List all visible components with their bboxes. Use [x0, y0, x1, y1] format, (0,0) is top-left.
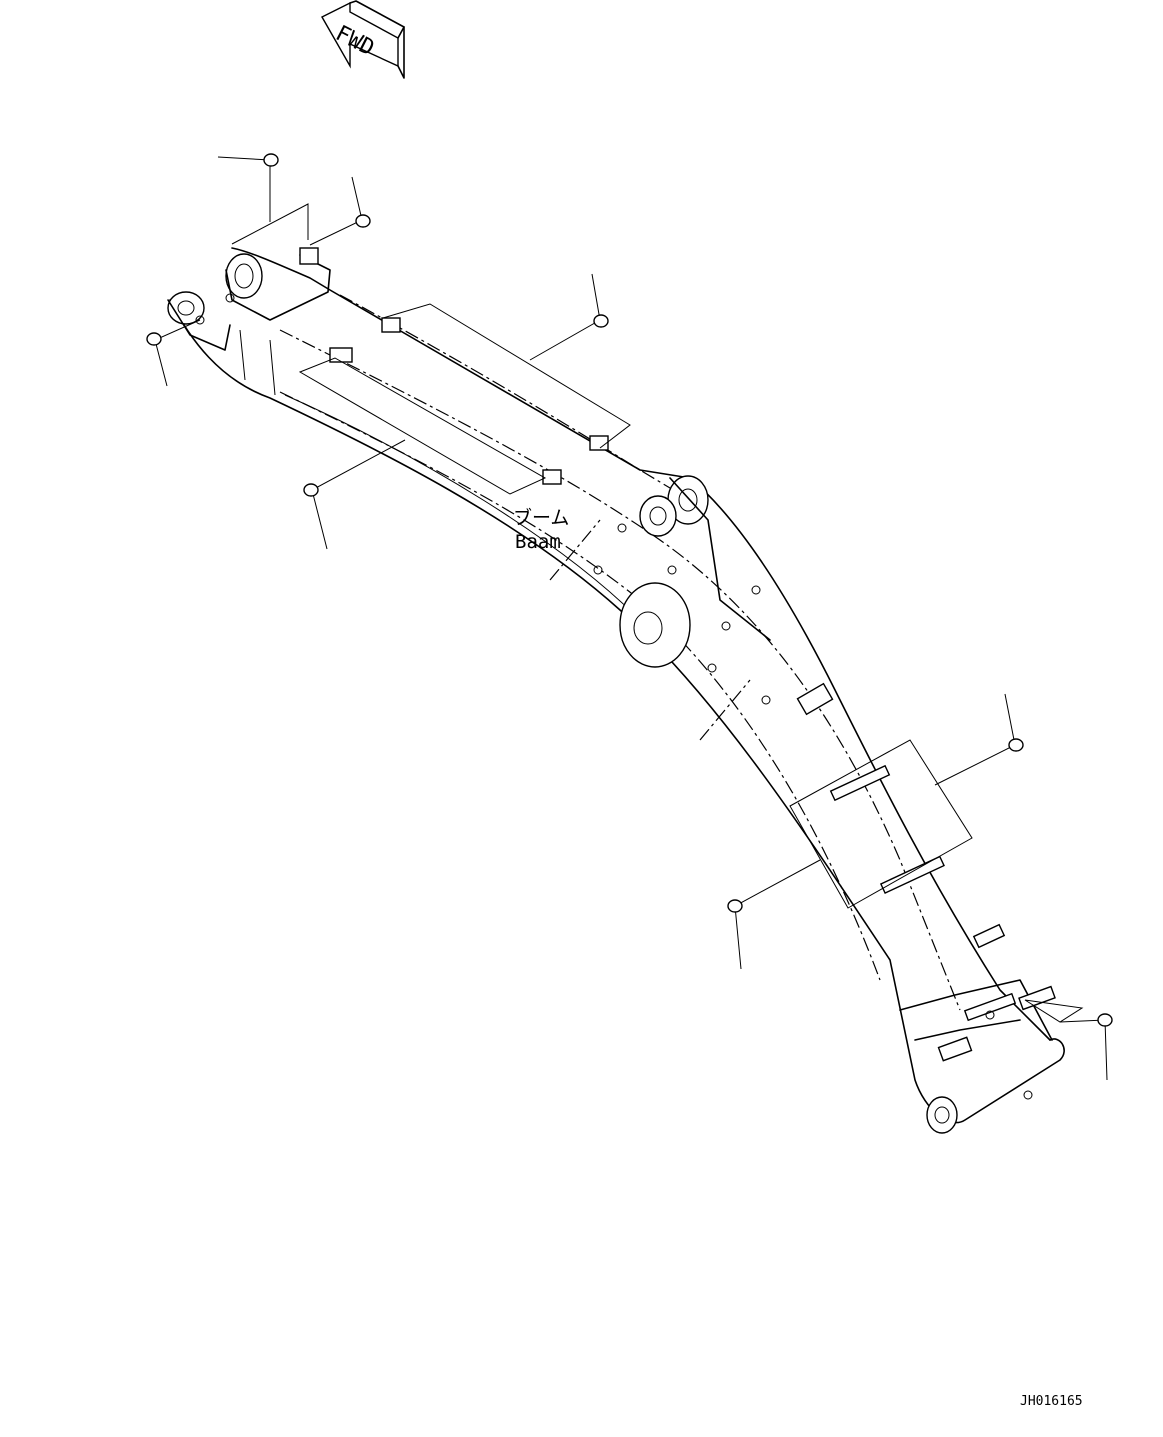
group-boxes — [231, 203, 1084, 1023]
boom-foot-bosses — [167, 253, 331, 351]
boom-side-line — [239, 329, 641, 621]
hose-clamps — [299, 247, 1056, 1062]
boom-bottom-edge — [169, 299, 1065, 1124]
boom-centerline-2 — [279, 391, 881, 981]
bolt-dots — [195, 293, 1033, 1100]
fwd-direction-arrow: FWD — [321, 0, 405, 79]
drawing-code: JH016165 — [1020, 1394, 1083, 1409]
boom-middle-bosses — [549, 475, 771, 741]
part-label-en: Baam — [515, 531, 561, 553]
part-label-jp: ブーム — [513, 506, 569, 529]
boom-tip — [899, 979, 1053, 1134]
boom-centerline-1 — [279, 329, 961, 1011]
callouts — [146, 153, 1113, 1081]
